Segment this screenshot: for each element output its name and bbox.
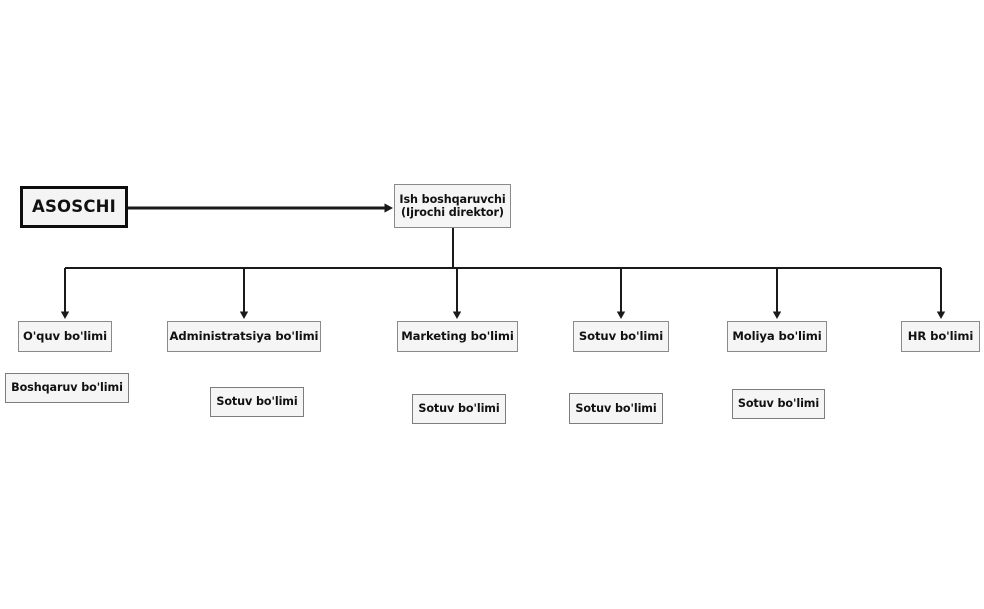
node-subunit-boshqaruv-bo-limi-0[interactable]: Boshqaruv bo'limi (5, 373, 129, 403)
arrowhead-root-to-executive (384, 203, 393, 213)
node-department-sotuv-bo-limi[interactable]: Sotuv bo'limi (573, 321, 669, 352)
arrowhead-o-quv-bo-limi (60, 311, 70, 319)
node-department-hr-bo-limi[interactable]: HR bo'limi (901, 321, 980, 352)
node-department-o-quv-bo-limi[interactable]: O'quv bo'limi (18, 321, 112, 352)
arrowhead-sotuv-bo-limi (616, 311, 626, 319)
arrowhead-administratsiya-bo-limi (239, 311, 249, 319)
arrowhead-marketing-bo-limi (452, 311, 462, 319)
arrowhead-moliya-bo-limi (772, 311, 782, 319)
node-asoschi[interactable]: ASOSCHI (20, 186, 128, 228)
node-department-marketing-bo-limi[interactable]: Marketing bo'limi (397, 321, 518, 352)
node-subunit-sotuv-bo-limi-4[interactable]: Sotuv bo'limi (732, 389, 825, 419)
arrowhead-hr-bo-limi (936, 311, 946, 319)
node-ish-boshqaruvchi[interactable]: Ish boshqaruvchi (Ijrochi direktor) (394, 184, 511, 228)
node-subunit-sotuv-bo-limi-2[interactable]: Sotuv bo'limi (412, 394, 506, 424)
node-subunit-sotuv-bo-limi-3[interactable]: Sotuv bo'limi (569, 393, 663, 424)
node-subunit-sotuv-bo-limi-1[interactable]: Sotuv bo'limi (210, 387, 304, 417)
node-department-moliya-bo-limi[interactable]: Moliya bo'limi (727, 321, 827, 352)
node-department-administratsiya-bo-limi[interactable]: Administratsiya bo'limi (167, 321, 321, 352)
